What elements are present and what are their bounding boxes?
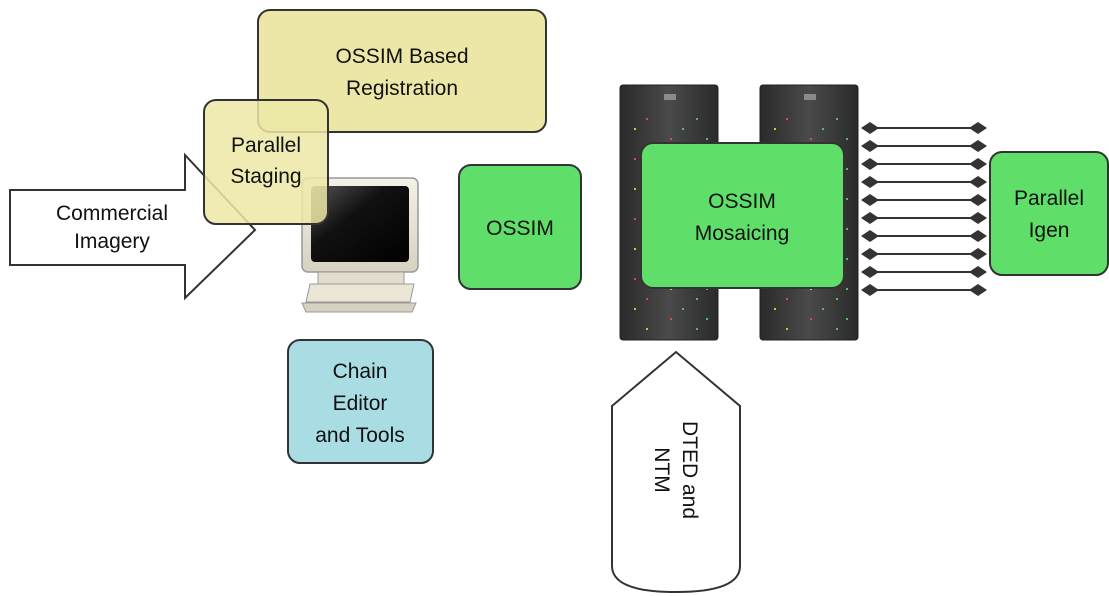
- chain-editor-label-3: and Tools: [315, 424, 405, 447]
- server-led: [846, 258, 848, 260]
- server-led: [670, 138, 672, 140]
- network-link-node: [969, 248, 987, 260]
- server-led: [846, 168, 848, 170]
- network-link-node: [969, 194, 987, 206]
- network-link-node: [861, 122, 879, 134]
- network-link-node: [969, 230, 987, 242]
- server-led: [634, 218, 636, 220]
- parallel-igen-label-2: Igen: [1029, 219, 1070, 242]
- network-link-node: [861, 158, 879, 170]
- parallel-igen-box: Parallel Igen: [989, 151, 1109, 276]
- network-link-node: [861, 266, 879, 278]
- parallel-igen-label-1: Parallel: [1014, 187, 1084, 210]
- registration-label-1: OSSIM Based: [335, 45, 468, 68]
- server-led: [836, 118, 838, 120]
- server-led: [706, 318, 708, 320]
- network-link-node: [969, 140, 987, 152]
- server-led: [634, 128, 636, 130]
- server-led: [634, 278, 636, 280]
- server-led: [696, 118, 698, 120]
- server-led: [786, 298, 788, 300]
- server-led: [810, 318, 812, 320]
- network-link-node: [861, 140, 879, 152]
- server-led: [634, 248, 636, 250]
- network-link-node: [861, 284, 879, 296]
- server-led: [846, 198, 848, 200]
- chain-editor-label-1: Chain: [333, 360, 388, 383]
- network-link-icon: [861, 122, 987, 296]
- server-led: [634, 158, 636, 160]
- server-led: [646, 118, 648, 120]
- server-led: [846, 228, 848, 230]
- ossim-box: OSSIM: [458, 164, 582, 290]
- mosaicing-label-1: OSSIM: [708, 190, 776, 213]
- network-link-node: [969, 122, 987, 134]
- network-link-node: [861, 248, 879, 260]
- network-link-node: [861, 212, 879, 224]
- server-led: [706, 138, 708, 140]
- server-led: [682, 128, 684, 130]
- server-led: [634, 188, 636, 190]
- server-led: [646, 328, 648, 330]
- parallel-staging-box: Parallel Staging: [203, 99, 329, 225]
- ossim-registration-box: OSSIM Based Registration: [257, 9, 547, 133]
- server-led: [774, 128, 776, 130]
- network-link-node: [969, 266, 987, 278]
- desktop-computer-icon: [301, 177, 419, 313]
- network-link-node: [969, 158, 987, 170]
- parallel-staging-label-2: Staging: [230, 165, 301, 188]
- server-led: [696, 298, 698, 300]
- server-led: [786, 328, 788, 330]
- server-led: [670, 318, 672, 320]
- server-led: [836, 328, 838, 330]
- ossim-mosaicing-box: OSSIM Mosaicing: [640, 142, 845, 289]
- commercial-imagery-label-2: Imagery: [74, 230, 150, 253]
- network-link-node: [969, 212, 987, 224]
- server-led: [786, 118, 788, 120]
- commercial-imagery-arrow: Commercial Imagery: [9, 152, 257, 301]
- parallel-staging-label-1: Parallel: [231, 134, 301, 157]
- network-link-node: [861, 176, 879, 188]
- network-link-node: [861, 230, 879, 242]
- dted-label-2: NTM: [650, 447, 673, 493]
- server-led: [810, 138, 812, 140]
- network-link-node: [969, 176, 987, 188]
- chain-editor-box: Chain Editor and Tools: [287, 339, 434, 464]
- server-led: [822, 128, 824, 130]
- server-led: [682, 308, 684, 310]
- registration-label-2: Registration: [346, 77, 458, 100]
- server-led: [774, 308, 776, 310]
- server-led: [646, 298, 648, 300]
- mosaicing-label-2: Mosaicing: [695, 222, 790, 245]
- server-led: [836, 298, 838, 300]
- network-link-node: [861, 194, 879, 206]
- server-led: [846, 138, 848, 140]
- dted-label-1: DTED and: [678, 421, 701, 519]
- chain-editor-label-2: Editor: [333, 392, 388, 415]
- server-led: [634, 308, 636, 310]
- ossim-label: OSSIM: [486, 217, 554, 240]
- server-led: [846, 288, 848, 290]
- commercial-imagery-label-1: Commercial: [56, 202, 168, 225]
- server-led: [846, 318, 848, 320]
- dted-ntm-arrow: DTED and NTM: [611, 350, 741, 594]
- network-link-node: [969, 284, 987, 296]
- server-led: [696, 328, 698, 330]
- server-led: [822, 308, 824, 310]
